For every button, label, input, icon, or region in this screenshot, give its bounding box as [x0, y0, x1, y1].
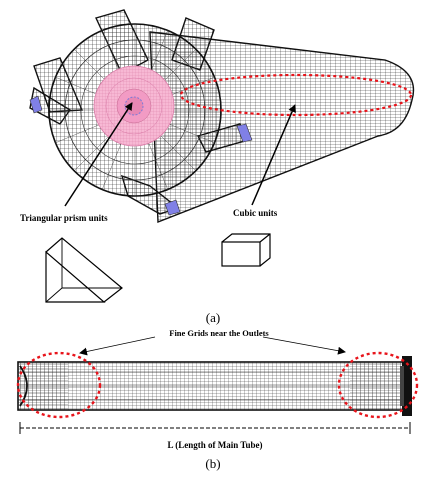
cyclone-head-mesh: [48, 23, 222, 197]
triangular-prism-sketch: [45, 237, 123, 303]
outlet-face-2: [164, 199, 181, 216]
panel-b: Fine Grids near the Outlets L (Length of…: [16, 328, 419, 471]
triangular-prism-label: Triangular prism units: [20, 213, 108, 223]
cube-sketch: [221, 233, 271, 267]
prism-leader-arrow: [64, 102, 133, 207]
panel-b-caption: (b): [205, 456, 220, 471]
panel-a-caption: (a): [206, 310, 220, 325]
outlet-face-3: [29, 95, 43, 114]
left-outlet-highlight-circle: [16, 351, 102, 419]
fine-grids-label: Fine Grids near the Outlets: [169, 328, 269, 338]
right-outlet-highlight-circle: [337, 351, 419, 419]
panel-a: Triangular prism units Cubic units (a): [20, 9, 415, 325]
cubic-units-label: Cubic units: [233, 208, 278, 218]
cubic-leader-arrow: [251, 104, 296, 206]
fine-grids-left-arrow: [79, 336, 156, 356]
length-label: L (Length of Main Tube): [167, 440, 262, 450]
cone-highlight-circle: [179, 73, 413, 117]
outlet-face-1: [236, 123, 253, 143]
fine-grids-right-arrow: [262, 336, 346, 355]
main-tube-mesh: [17, 356, 412, 416]
